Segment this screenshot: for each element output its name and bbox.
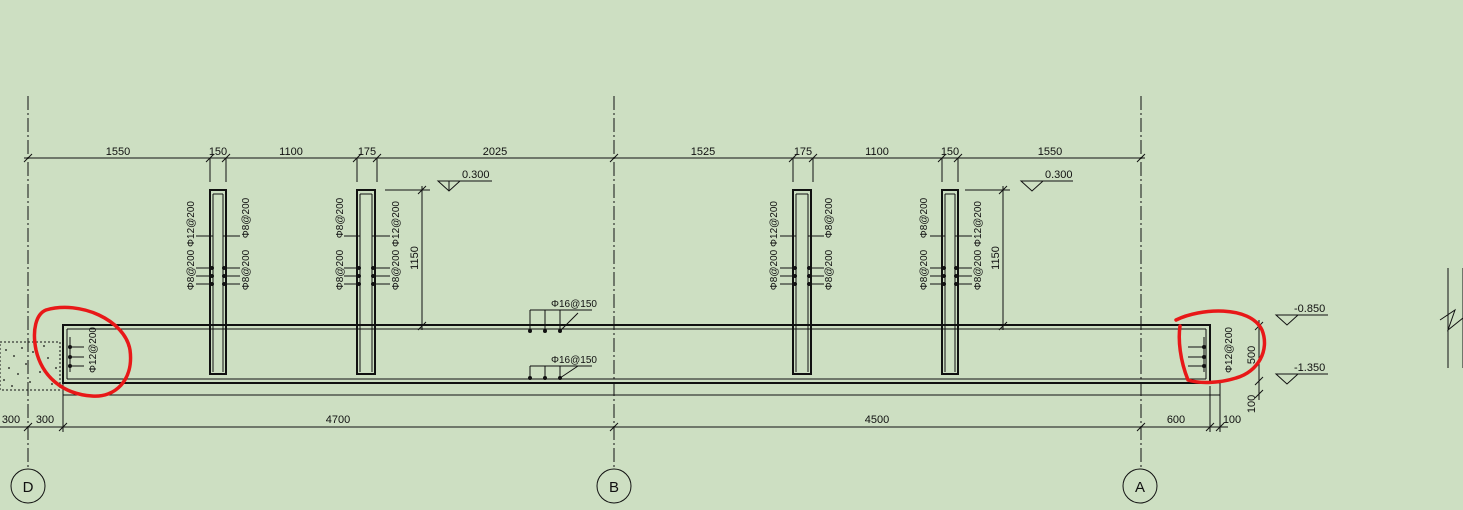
right-vertical-dimensions: 500 100 [1246, 320, 1264, 413]
dim-bottom-5: 600 [1167, 414, 1185, 426]
elevation-marker-top-of-slab: -0.850 [1274, 303, 1328, 326]
rebar-label-w4-lb: Φ8@200 [919, 249, 930, 290]
slab-top-rebar-callout: Φ16@150 [528, 299, 597, 333]
wall-rebar-leaders [196, 235, 972, 285]
left-end-rebar: Φ12@200 [68, 327, 99, 373]
dim-top-5: 2025 [483, 146, 507, 158]
dim-top-7: 175 [794, 146, 812, 158]
slab-bottom-rebar-callout: Φ16@150 [528, 355, 597, 380]
wall-rebar-dots [210, 266, 958, 286]
dim-side-100: 100 [1246, 395, 1258, 413]
break-line-symbol [1439, 268, 1463, 368]
rebar-label-w1-rb: Φ8@200 [241, 249, 252, 290]
rebar-label-w3-rt: Φ8@200 [824, 197, 835, 238]
wall-height-dimension-right: 1150 [965, 185, 1010, 331]
dim-wall-height-right: 1150 [990, 246, 1002, 270]
wall-1 [209, 189, 227, 375]
top-dimension-chain: 1550 150 1100 175 2025 1525 175 1100 150… [23, 146, 1146, 182]
dim-top-4: 175 [358, 146, 376, 158]
dim-wall-height-left: 1150 [409, 246, 421, 270]
rebar-label-w4-lt: Φ8@200 [919, 197, 930, 238]
wall-rebar-labels: Φ12@200 Φ8@200 Φ8@200 Φ8@200 Φ8@200 Φ12@… [186, 197, 984, 290]
wall-3 [792, 189, 812, 375]
rebar-label-w1-lt: Φ12@200 [186, 201, 197, 247]
markup-circle-right [1174, 309, 1267, 385]
base-slab [62, 324, 1221, 396]
dim-top-1: 1550 [106, 146, 130, 158]
elevation-bottom-slab: -1.350 [1294, 362, 1325, 374]
rebar-label-w2-rb: Φ8@200 [391, 249, 402, 290]
rebar-label-w2-lt: Φ8@200 [335, 197, 346, 238]
rebar-label-w1-lb: Φ8@200 [186, 249, 197, 290]
markup-circle-left [32, 305, 133, 398]
bottom-dimension-chain: 300 300 4700 4500 600 100 [0, 386, 1241, 432]
axis-label-b: B [609, 479, 619, 496]
wall-height-dimension-left: 1150 [385, 185, 430, 331]
rebar-label-w2-rt: Φ12@200 [391, 201, 402, 247]
elevation-left: 0.300 [462, 169, 490, 181]
elevation-marker-left: 0.300 [436, 169, 492, 192]
elevation-marker-bottom-of-slab: -1.350 [1274, 362, 1328, 385]
axis-label-a: A [1135, 479, 1145, 496]
dim-bottom-6: 100 [1223, 414, 1241, 426]
blinding-layer [62, 382, 1221, 396]
rebar-label-w4-rb: Φ8@200 [973, 249, 984, 290]
axis-bubble-b: B [596, 468, 632, 504]
dim-top-8: 1100 [865, 146, 889, 158]
wall-4 [941, 189, 959, 375]
dim-bottom-4: 4500 [865, 414, 889, 426]
rebar-label-right-end: Φ12@200 [1224, 327, 1235, 373]
dim-bottom-3: 4700 [326, 414, 350, 426]
dim-top-2: 150 [209, 146, 227, 158]
dim-bottom-1: 300 [2, 414, 20, 426]
right-end-rebar: Φ12@200 [1188, 327, 1235, 373]
elevation-top-slab: -0.850 [1294, 303, 1325, 315]
dim-top-3: 1100 [279, 146, 303, 158]
dim-top-9: 150 [941, 146, 959, 158]
rebar-label-slab-bottom: Φ16@150 [551, 355, 597, 366]
rebar-label-w3-rb: Φ8@200 [824, 249, 835, 290]
dim-top-10: 1550 [1038, 146, 1062, 158]
rebar-label-w2-lb: Φ8@200 [335, 249, 346, 290]
rebar-label-w3-lt: Φ12@200 [769, 201, 780, 247]
rebar-label-slab-top: Φ16@150 [551, 299, 597, 310]
axis-label-d: D [23, 479, 34, 496]
wall-2 [356, 189, 376, 375]
rebar-label-w1-rt: Φ8@200 [241, 197, 252, 238]
elevation-right: 0.300 [1045, 169, 1073, 181]
axis-bubble-a: A [1122, 468, 1158, 504]
dim-bottom-2: 300 [36, 414, 54, 426]
rebar-label-w4-rt: Φ12@200 [973, 201, 984, 247]
adjacent-concrete-hatch [0, 341, 61, 391]
elevation-marker-right: 0.300 [1019, 169, 1073, 192]
rebar-label-left-end: Φ12@200 [88, 327, 99, 373]
dim-side-500: 500 [1246, 346, 1258, 364]
dim-top-6: 1525 [691, 146, 715, 158]
rebar-label-w3-lb: Φ8@200 [769, 249, 780, 290]
axis-bubble-d: D [10, 468, 46, 504]
